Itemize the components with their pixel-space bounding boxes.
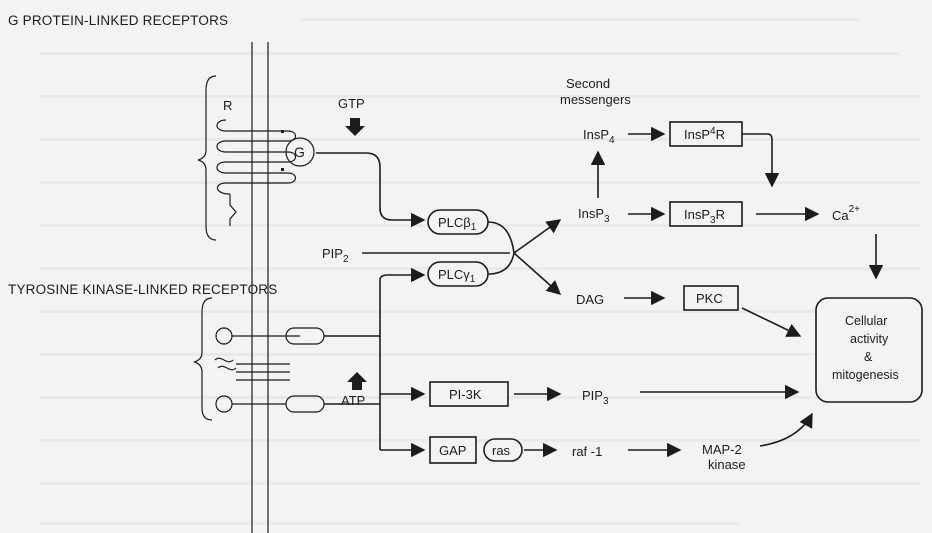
gap-node: GAP (430, 437, 476, 463)
tyrosine-kinase-title: TYROSINE KINASE-LINKED RECEPTORS (8, 282, 277, 297)
insp3r-node: InsP3R (670, 202, 742, 226)
gtp-label: GTP (338, 96, 365, 111)
plc-beta1-node: PLCβ1 (428, 210, 488, 234)
ras-node: ras (484, 439, 522, 461)
dag-label: DAG (576, 292, 604, 307)
gap-label: GAP (439, 443, 466, 458)
map2-kinase-label-1: MAP-2 (702, 442, 742, 457)
pi3k-label: PI-3K (449, 387, 482, 402)
plc-gamma1-node: PLCγ1 (428, 262, 488, 286)
map2-kinase-label-2: kinase (708, 457, 746, 472)
pip2-label: PIP2 (322, 246, 349, 265)
atp-label: ATP (341, 393, 365, 408)
atp-arrow (347, 372, 367, 390)
pkc-node: PKC (684, 286, 738, 310)
second-messengers-label-2: messengers (560, 92, 631, 107)
calcium-label: Ca2+ (832, 204, 860, 223)
pi3k-node: PI-3K (430, 382, 508, 406)
insp4r-node: InsP4R (670, 122, 742, 146)
pkc-label: PKC (696, 291, 723, 306)
g-protein-label: G (294, 144, 305, 160)
second-messengers-label-1: Second (566, 76, 610, 91)
g-protein-receptor: R (217, 98, 296, 226)
insp4r-label: InsP4R (684, 126, 725, 142)
insp3-label: InsP3 (578, 206, 610, 225)
g-protein-title: G PROTEIN-LINKED RECEPTORS (8, 13, 228, 28)
cellular-label-2: activity (850, 332, 889, 346)
cellular-label-4: mitogenesis (832, 368, 899, 382)
ras-label: ras (492, 443, 511, 458)
receptor-label: R (223, 98, 232, 113)
gtp-arrow (345, 118, 365, 136)
raf1-label: raf -1 (572, 444, 602, 459)
pip3-label: PIP3 (582, 388, 609, 407)
cellular-label-3: & (864, 350, 873, 364)
insp4-label: InsP4 (583, 127, 615, 146)
cellular-activity-node: Cellular activity & mitogenesis (816, 298, 922, 402)
cellular-label-1: Cellular (845, 314, 887, 328)
tyrosine-kinase-receptors (215, 328, 324, 412)
